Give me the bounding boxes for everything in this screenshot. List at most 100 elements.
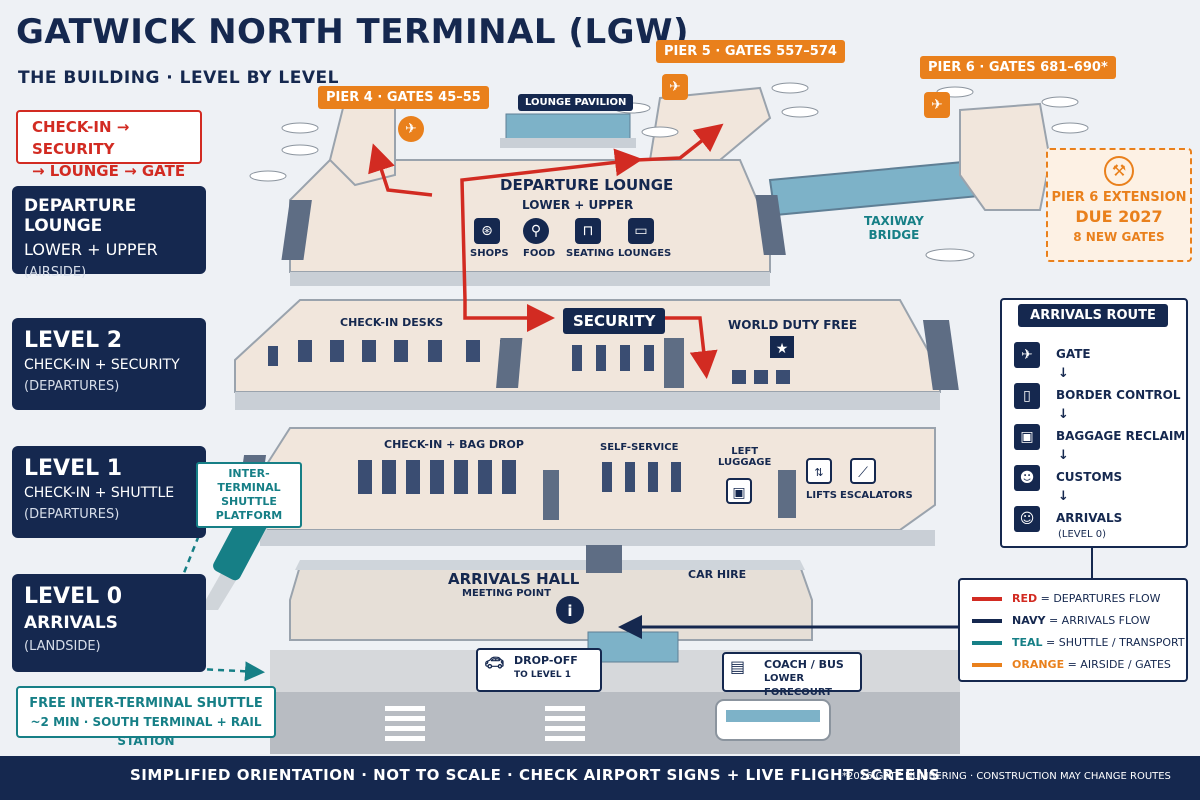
dropoff-box: 🚗︎ DROP-OFF TO LEVEL 1	[476, 648, 602, 692]
legend-swatch	[972, 619, 1002, 623]
coach-box: ▤ COACH / BUS LOWER FORECOURT	[722, 652, 862, 698]
departure-lounge-title: DEPARTURE LOUNGE	[500, 176, 674, 194]
food-icon: ⚲	[523, 218, 549, 244]
sofa-icon: ▭	[628, 218, 654, 244]
shuttle-info-box: FREE INTER-TERMINAL SHUTTLE ~2 MIN · SOU…	[16, 686, 276, 748]
taxiway-bridge-label: TAXIWAY BRIDGE	[864, 214, 924, 242]
svg-text:★: ★	[776, 341, 789, 357]
facility-seating-label: SEATING	[566, 248, 615, 259]
shuttle-platform-line-2: SHUTTLE PLATFORM	[215, 495, 283, 522]
level-card-level-0: LEVEL 0 ARRIVALS (LANDSIDE)	[12, 574, 206, 672]
shopping-bag-icon: ⊛	[474, 218, 500, 244]
extension-title: PIER 6 EXTENSION	[1051, 190, 1187, 205]
legend-item-orange: ORANGE = AIRSIDE / GATES	[968, 656, 1183, 674]
arrivals-step-baggage: ▣ BAGGAGE RECLAIM	[1014, 424, 1185, 454]
car-hire-label: CAR HIRE	[688, 568, 747, 581]
level2-slab: ★	[234, 299, 959, 410]
arrivals-step-label: ARRIVALS	[1056, 511, 1123, 525]
page-subtitle: THE BUILDING · LEVEL BY LEVEL	[18, 68, 339, 88]
lift-icon: ⇅	[806, 458, 832, 484]
arrow-down-icon: ↓	[1058, 489, 1069, 504]
legend-text: = AIRSIDE / GATES	[1067, 658, 1171, 671]
level-card-title: LEVEL 2	[24, 328, 123, 353]
taxiway-line-1: TAXIWAY	[864, 214, 924, 228]
suitcase-icon: ▣	[1014, 424, 1040, 450]
level-card-area: (LANDSIDE)	[24, 639, 101, 654]
shuttle-platform-line-1: INTER-TERMINAL	[217, 467, 281, 494]
arrivals-step-label: CUSTOMS	[1056, 470, 1123, 484]
legend-item-red: RED = DEPARTURES FLOW	[968, 590, 1183, 608]
level-card-level-2: LEVEL 2 CHECK-IN + SECURITY (DEPARTURES)	[12, 318, 206, 410]
checkin-bag-drop-label: CHECK-IN + BAG DROP	[384, 438, 524, 451]
arrivals-step-border: ▯ BORDER CONTROL	[1014, 383, 1184, 413]
level-card-subtitle: CHECK-IN + SHUTTLE	[24, 485, 175, 501]
facility-food-label: FOOD	[523, 248, 556, 259]
arrivals-step-arrivals: ☺ ARRIVALS	[1014, 506, 1184, 536]
person-icon: ☺	[1014, 506, 1040, 532]
legend-text: = SHUTTLE / TRANSPORT	[1046, 636, 1185, 649]
legend-item-teal: TEAL = SHUTTLE / TRANSPORT	[968, 634, 1185, 652]
plane-icon: ✈	[398, 116, 424, 142]
plane-icon: ✈	[924, 92, 950, 118]
departures-flow-arrows	[368, 123, 724, 379]
level-card-subtitle: LOWER + UPPER	[24, 240, 158, 259]
legend-key: TEAL	[1012, 636, 1043, 649]
arrivals-route-title: ARRIVALS ROUTE	[1018, 304, 1168, 327]
level-card-title: DEPARTURE LOUNGE	[24, 196, 137, 236]
plane-icon: ✈	[662, 74, 688, 100]
extension-gates: 8 NEW GATES	[1073, 230, 1165, 244]
dropoff-line-2: TO LEVEL 1	[514, 670, 572, 680]
facility-shops-label: SHOPS	[470, 248, 509, 259]
left-luggage-line-1: LEFT	[731, 446, 759, 457]
checkin-desks-label: CHECK-IN DESKS	[340, 316, 444, 329]
flow-line-1: CHECK-IN → SECURITY	[32, 118, 130, 158]
passport-icon: ▯	[1014, 383, 1040, 409]
facility-lounges-label: LOUNGES	[618, 248, 672, 259]
level-card-departure-lounge: DEPARTURE LOUNGE LOWER + UPPER (AIRSIDE)	[12, 186, 206, 280]
lifts-label: LIFTS	[806, 490, 837, 501]
footer-note: *2026 GATE NUMBERING · CONSTRUCTION MAY …	[842, 771, 1171, 782]
page-title: GATWICK NORTH TERMINAL (LGW)	[16, 12, 690, 52]
escalator-icon: ⟋	[850, 458, 876, 484]
level-card-level-1: LEVEL 1 CHECK-IN + SHUTTLE (DEPARTURES)	[12, 446, 206, 538]
departures-flow-box: CHECK-IN → SECURITY → LOUNGE → GATE	[16, 110, 202, 180]
svg-text:i: i	[567, 602, 572, 620]
left-luggage-line-2: LUGGAGE	[718, 457, 772, 468]
coach-line-1: COACH / BUS	[764, 658, 844, 671]
self-service-label: SELF-SERVICE	[600, 442, 679, 453]
level1-slab	[235, 427, 936, 573]
seat-icon: ⊓	[575, 218, 601, 244]
pier-4-label: PIER 4 · GATES 45–55	[318, 86, 489, 109]
level-card-area: (DEPARTURES)	[24, 379, 120, 394]
left-luggage-label: LEFT LUGGAGE	[718, 446, 771, 468]
arrivals-level-note: (LEVEL 0)	[1058, 529, 1106, 540]
lounge-pavilion-label: LOUNGE PAVILION	[518, 94, 634, 111]
bus-icon: ▤	[730, 657, 746, 676]
arrow-down-icon: ↓	[1058, 407, 1069, 422]
meeting-point-label: MEETING POINT	[462, 588, 551, 599]
level-card-area: (AIRSIDE)	[24, 265, 87, 280]
legend-swatch	[972, 663, 1002, 667]
legend-item-navy: NAVY = ARRIVALS FLOW	[968, 612, 1183, 630]
level-card-title: LEVEL 1	[24, 456, 123, 481]
shuttle-info-line-1: FREE INTER-TERMINAL SHUTTLE	[29, 696, 263, 711]
security-label: SECURITY	[563, 308, 666, 334]
level0-slab	[289, 560, 813, 663]
arrivals-hall-label: ARRIVALS HALL	[448, 570, 580, 588]
suitcase-icon: ▣	[726, 478, 752, 504]
legend-swatch	[972, 641, 1002, 645]
footer-bar	[0, 756, 1200, 800]
taxiway-line-2: BRIDGE	[868, 228, 920, 242]
arrivals-step-label: BORDER CONTROL	[1056, 388, 1181, 402]
world-duty-free-label: WORLD DUTY FREE	[728, 318, 858, 332]
plane-icon: ✈	[1014, 342, 1040, 368]
arrivals-step-gate: ✈ GATE	[1014, 342, 1184, 372]
car-icon: 🚗︎	[484, 653, 505, 672]
level-card-subtitle: ARRIVALS	[24, 613, 118, 633]
pier-6-extension-box: ⚒ PIER 6 EXTENSION DUE 2027 8 NEW GATES	[1046, 148, 1192, 262]
coach-line-2: LOWER FORECOURT	[764, 673, 832, 698]
footer-disclaimer: SIMPLIFIED ORIENTATION · NOT TO SCALE · …	[130, 766, 941, 784]
level-card-area: (DEPARTURES)	[24, 507, 120, 522]
escalators-label: ESCALATORS	[840, 490, 913, 501]
shuttle-platform-label: INTER-TERMINAL SHUTTLE PLATFORM	[196, 462, 302, 528]
